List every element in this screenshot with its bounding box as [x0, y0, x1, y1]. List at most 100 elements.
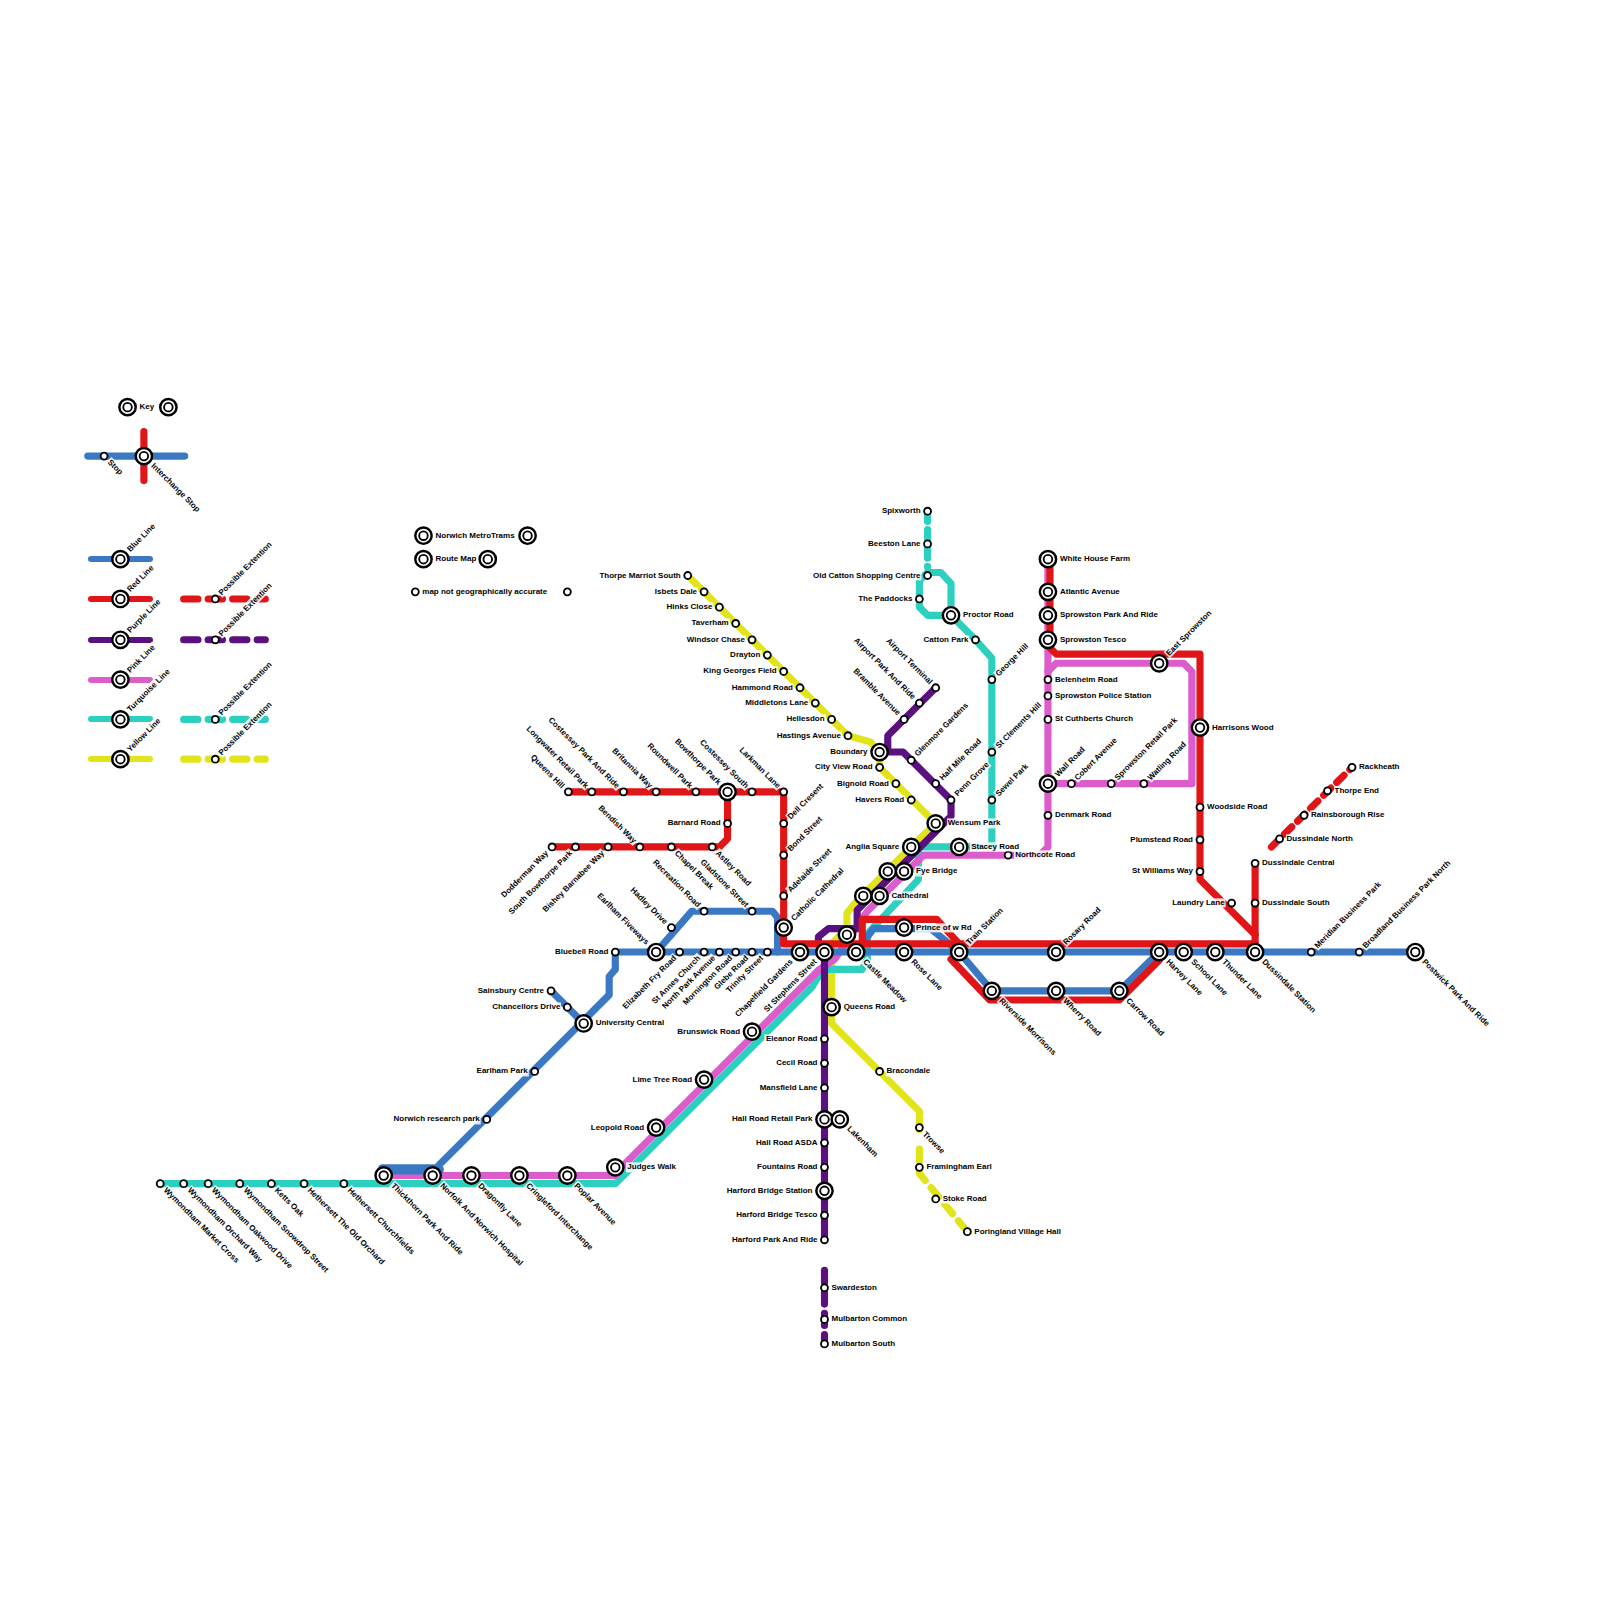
stop-marker	[844, 732, 851, 739]
stop-marker	[843, 930, 852, 939]
stop-marker	[776, 919, 792, 935]
stop-marker	[1324, 787, 1331, 794]
stop-marker	[700, 1075, 709, 1084]
station-label: Bignold Road	[836, 779, 890, 788]
stop-marker	[780, 892, 787, 899]
stop-marker	[212, 716, 219, 723]
stop-marker	[1040, 584, 1056, 600]
stop-marker	[924, 572, 931, 579]
stop-marker	[1052, 948, 1061, 957]
stop-marker	[764, 949, 771, 956]
stop-marker	[212, 756, 219, 763]
stop-marker	[1044, 692, 1051, 699]
stop-marker	[1052, 987, 1061, 996]
stop-marker	[112, 671, 128, 687]
station-label: White House Farm	[1059, 555, 1131, 564]
stop-marker	[116, 636, 125, 645]
station-label: Norwich research park	[392, 1115, 480, 1124]
stop-marker	[564, 1004, 571, 1011]
station-label: Carrow Road	[1124, 995, 1167, 1038]
station-label: Hammond Road	[731, 683, 794, 692]
stop-marker	[119, 399, 135, 415]
stop-marker	[212, 596, 219, 603]
station-label: Castle Meadow	[861, 957, 910, 1006]
stop-marker	[180, 1180, 187, 1187]
stop-marker	[832, 1111, 848, 1127]
station-label: Dussindale North	[1286, 834, 1354, 843]
stop-marker	[164, 403, 173, 412]
stop-marker	[916, 1164, 923, 1171]
stop-marker	[1155, 948, 1164, 957]
stop-marker	[855, 888, 871, 904]
stop-marker	[519, 528, 535, 544]
stop-marker	[1247, 944, 1263, 960]
stop-marker	[896, 863, 912, 879]
stop-marker	[821, 1212, 828, 1219]
stop-marker	[984, 983, 1000, 999]
stop-marker	[1115, 987, 1124, 996]
stop-marker	[823, 999, 839, 1015]
station-label: Boundary	[829, 747, 868, 756]
stop-marker	[836, 1115, 845, 1124]
stop-marker	[880, 863, 896, 879]
stop-marker	[916, 596, 923, 603]
station-label: The Paddocks	[857, 594, 913, 603]
turquoise-line	[160, 511, 992, 1183]
stop-marker	[732, 949, 739, 956]
stop-marker	[701, 949, 708, 956]
station-label: Sprowston Park And Ride	[1059, 611, 1159, 620]
stop-marker	[579, 1019, 588, 1028]
stop-marker	[412, 588, 419, 595]
station-label: Hellesdon	[785, 715, 825, 724]
stop-marker	[907, 843, 916, 852]
stop-marker	[903, 839, 919, 855]
station-label: Eleanor Road	[765, 1034, 819, 1043]
stop-marker	[301, 1180, 308, 1187]
stop-marker	[205, 1180, 212, 1187]
stop-marker	[668, 924, 675, 931]
stop-marker	[112, 751, 128, 767]
station-label: Sewel Park	[993, 761, 1031, 799]
stop-marker	[1356, 949, 1363, 956]
stop-marker	[236, 1180, 243, 1187]
stop-marker	[419, 531, 428, 540]
stop-marker	[1228, 900, 1235, 907]
stop-marker	[821, 1316, 828, 1323]
station-label: Judges Walk	[626, 1163, 677, 1172]
stop-marker	[1040, 632, 1056, 648]
station-label: Windsor Chase	[686, 635, 746, 644]
stop-marker	[724, 820, 731, 827]
station-label: Broadland Business Park North	[1360, 858, 1453, 951]
stop-marker	[988, 676, 995, 683]
key-label: map not geographically accurate	[421, 587, 548, 596]
stop-marker	[1044, 812, 1051, 819]
station-label: Drayton	[729, 651, 761, 660]
station-label: Harrisons Wood	[1211, 723, 1275, 732]
station-label: Swardeston	[830, 1283, 877, 1292]
stop-marker	[563, 1171, 572, 1180]
stop-marker	[1040, 607, 1056, 623]
stop-marker	[648, 944, 664, 960]
stop-marker	[565, 788, 572, 795]
stop-marker	[636, 843, 643, 850]
stop-marker	[871, 888, 887, 904]
stop-marker	[1111, 983, 1127, 999]
stop-marker	[876, 764, 883, 771]
stop-marker	[820, 1115, 829, 1124]
stop-marker	[988, 749, 995, 756]
stop-marker	[415, 528, 431, 544]
stop-marker	[719, 784, 735, 800]
stop-marker	[749, 908, 756, 915]
station-label: Mansfield Lane	[759, 1083, 819, 1092]
station-label: Sainsbury Centre	[477, 986, 545, 995]
station-label: Plumstead Road	[1129, 835, 1194, 844]
stop-marker	[676, 949, 683, 956]
stop-marker	[419, 555, 428, 564]
stop-marker	[588, 788, 595, 795]
stop-marker	[875, 748, 884, 757]
key-label: Stop	[105, 457, 125, 477]
yellow-line	[184, 576, 968, 1232]
stop-marker	[716, 604, 723, 611]
stop-marker	[780, 820, 787, 827]
stop-marker	[701, 908, 708, 915]
